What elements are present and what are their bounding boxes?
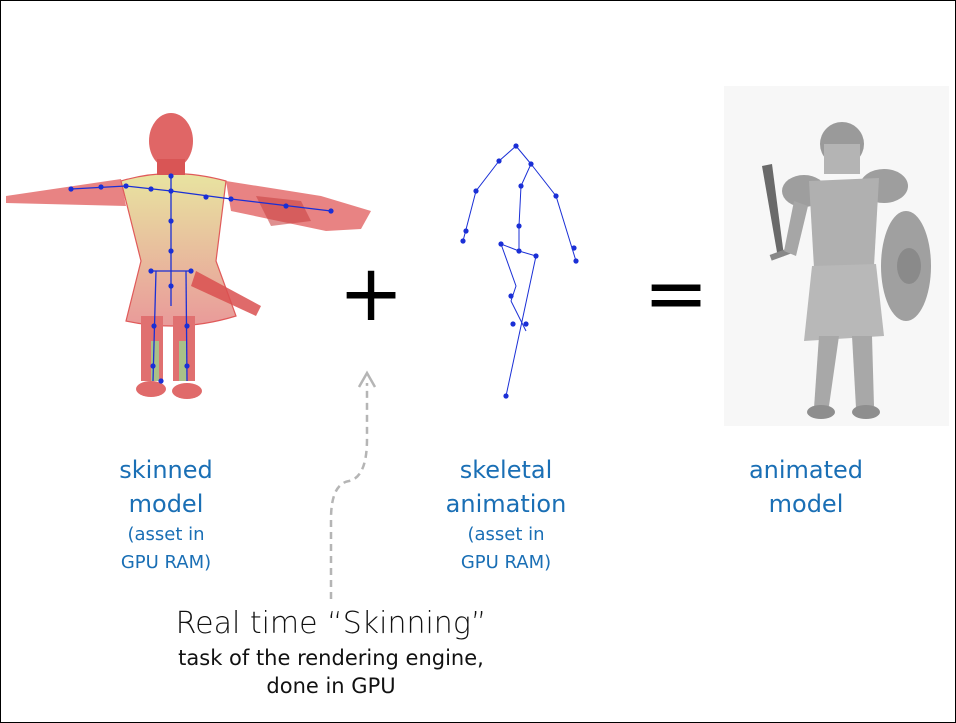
skinned-model-caption: skinned model (asset in GPU RAM) (61, 453, 271, 577)
caption-title-line: animated (701, 453, 911, 487)
plus-operator: + (336, 249, 406, 339)
animated-model-image (724, 86, 949, 426)
skinning-title: Real time “Skinning” (121, 604, 541, 644)
caption-title-line: skeletal (401, 453, 611, 487)
caption-note-line: (asset in (401, 521, 611, 549)
caption-note-line: GPU RAM) (61, 549, 271, 577)
equals-operator: = (641, 249, 711, 339)
skinning-subtitle-line: done in GPU (121, 672, 541, 700)
skeleton-image (441, 136, 601, 406)
caption-title-line: skinned (61, 453, 271, 487)
caption-note-line: (asset in (61, 521, 271, 549)
dashed-arrow (321, 369, 381, 609)
caption-title-line: model (701, 487, 911, 521)
caption-title-line: model (61, 487, 271, 521)
skeletal-animation-caption: skeletal animation (asset in GPU RAM) (401, 453, 611, 577)
skinning-note: Real time “Skinning” task of the renderi… (121, 604, 541, 700)
animated-model-caption: animated model (701, 453, 911, 521)
caption-title-line: animation (401, 487, 611, 521)
skinning-subtitle-line: task of the rendering engine, (121, 644, 541, 672)
caption-note-line: GPU RAM) (401, 549, 611, 577)
